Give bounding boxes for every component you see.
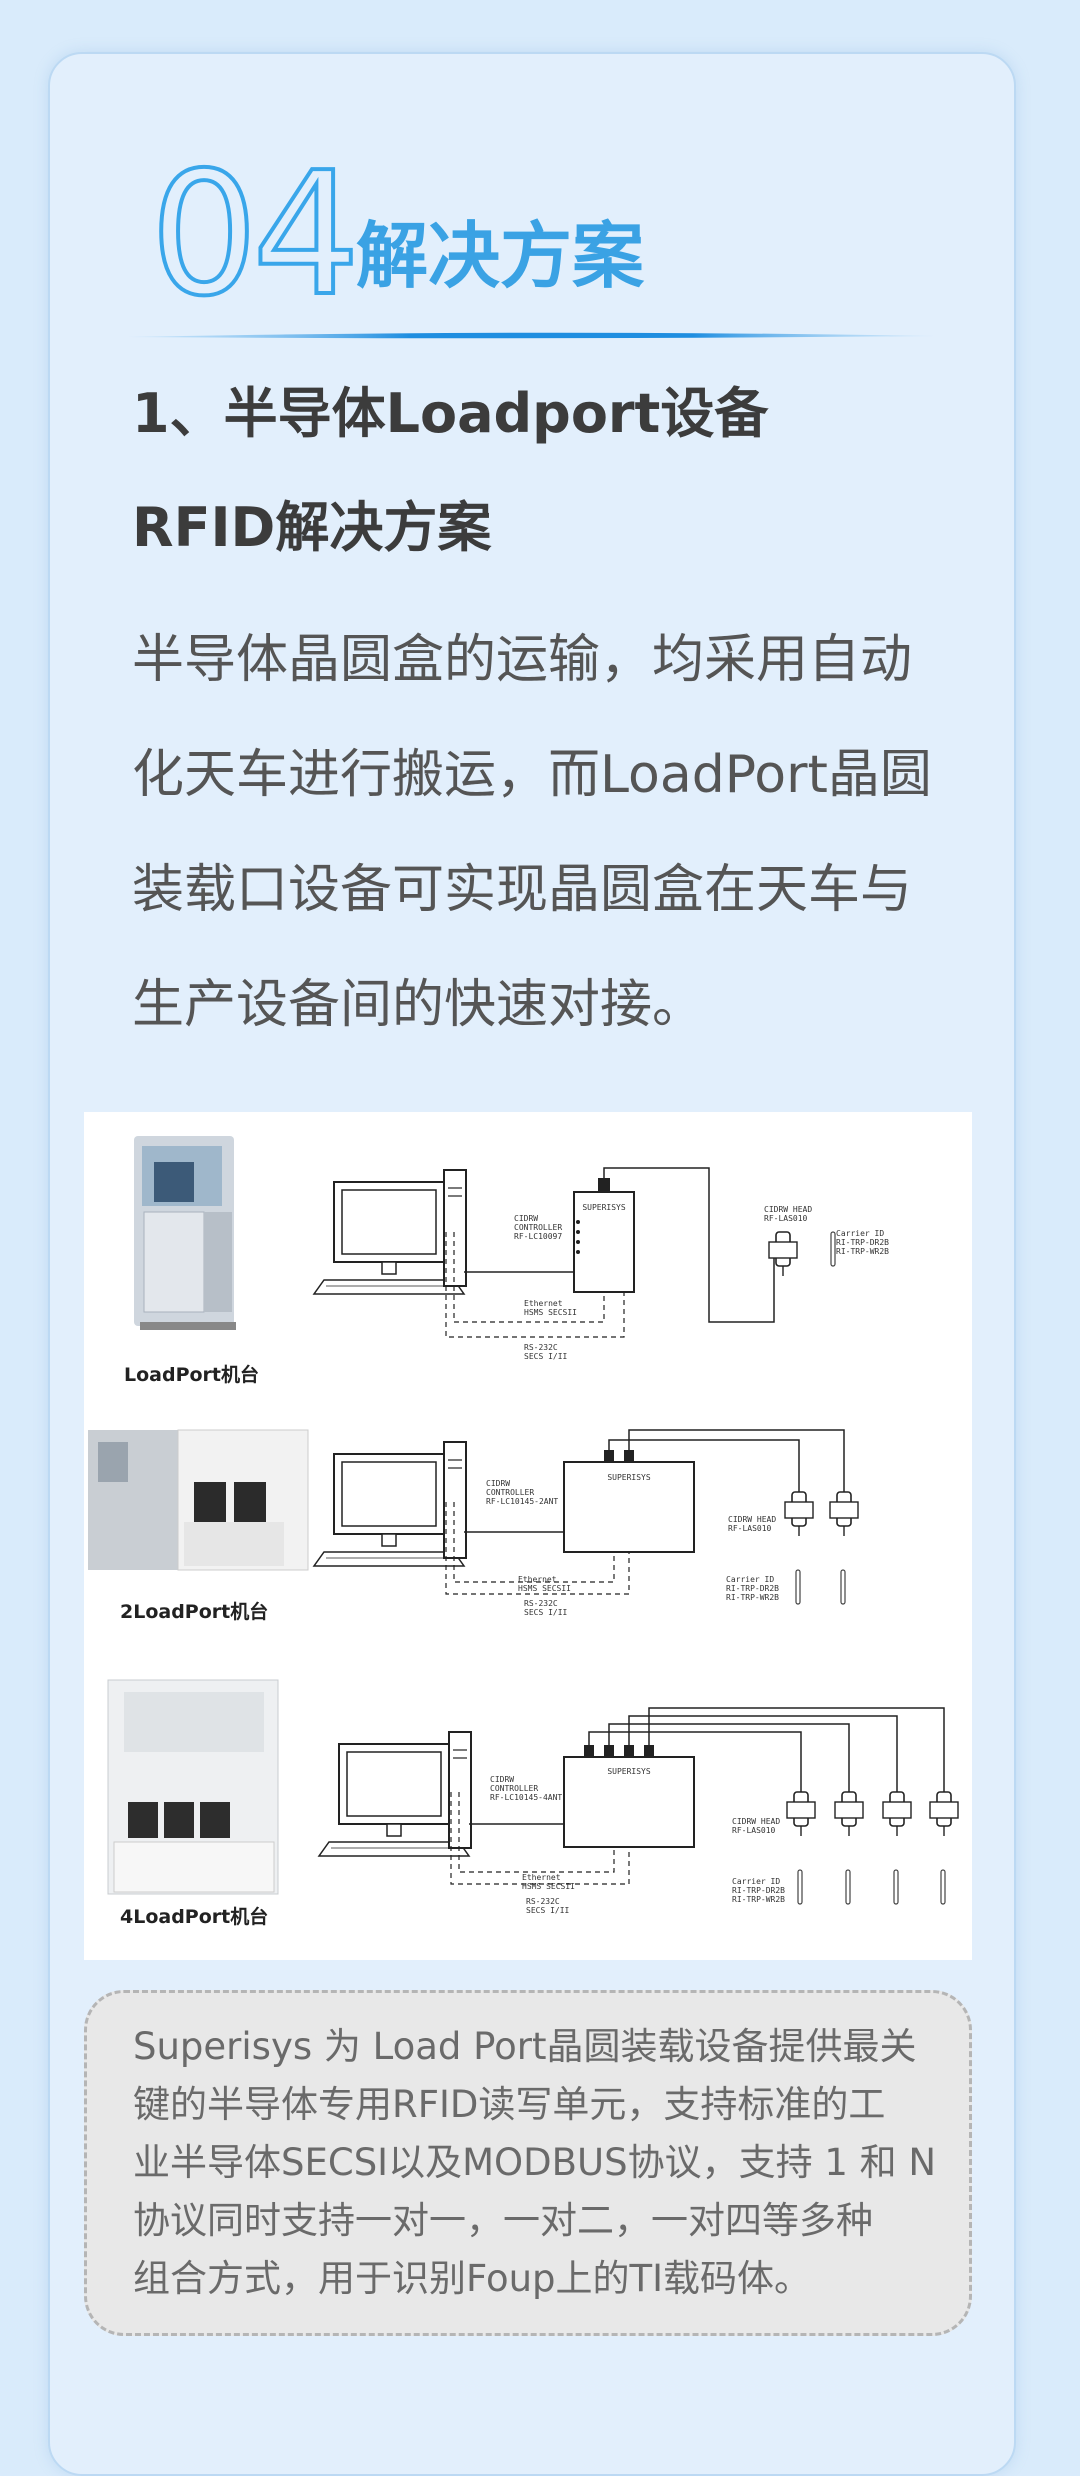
controller-2-line-1: CIDRW [486, 1479, 510, 1488]
section-title: 解决方案 [356, 214, 645, 298]
machine-label-1: LoadPort机台 [124, 1364, 260, 1386]
title-underline [126, 332, 936, 339]
brand-label-3: SUPERISYS [607, 1767, 651, 1776]
paragraph-line-2: 化天车进行搬运，而LoadPort晶圆 [132, 745, 932, 805]
head-1-line-2: RF-LAS010 [764, 1214, 808, 1223]
serial-4-line-1: RS-232C [526, 1897, 560, 1906]
link-1-line-1: Ethernet [524, 1299, 563, 1308]
carrier-1-line-2: RI-TRP-DR2B [836, 1238, 889, 1247]
head-4-line-1: CIDRW HEAD [732, 1817, 780, 1826]
note-line-1: Superisys 为 Load Port晶圆装载设备提供最关 [133, 2025, 917, 2068]
carrier-2-line-2: RI-TRP-DR2B [726, 1584, 779, 1593]
4loadport-machine-photo [107, 1679, 279, 1895]
diagram-svg: SUPERISYS CIDRW CONTROLLER RF-LC10097 Et… [88, 1136, 959, 1915]
machine-label-2: 2LoadPort机台 [120, 1601, 269, 1623]
controller-2: SUPERISYS [563, 1450, 695, 1553]
carrier-2-line-3: RI-TRP-WR2B [726, 1593, 779, 1602]
section-number: 04 [148, 136, 362, 334]
2loadport-machine-photo [88, 1429, 309, 1571]
controller-1-line-1: CIDRW [514, 1214, 538, 1223]
heading-line-2: RFID解决方案 [132, 496, 492, 559]
heading-line-1: 1、半导体Loadport设备 [132, 382, 769, 445]
carrier-1-line-3: RI-TRP-WR2B [836, 1247, 889, 1256]
paragraph-line-4: 生产设备间的快速对接。 [132, 975, 705, 1035]
carrier-4-line-3: RI-TRP-WR2B [732, 1895, 785, 1904]
machine-label-3: 4LoadPort机台 [120, 1906, 269, 1928]
head-2-line-1: CIDRW HEAD [728, 1515, 776, 1524]
brand-label-2: SUPERISYS [607, 1473, 651, 1482]
note-line-4: 协议同时支持一对一，一对二，一对四等多种 [133, 2199, 873, 2242]
note-line-3: 业半导体SECSI以及MODBUS协议，支持 1 和 N [133, 2141, 937, 2184]
controller-2-line-3: RF-LC10145-2ANT [486, 1497, 558, 1506]
head-2-line-2: RF-LAS010 [728, 1524, 772, 1533]
serial-1-line-1: RS-232C [524, 1343, 558, 1352]
link-1-line-2: HSMS SECSII [524, 1308, 577, 1317]
system-diagram: SUPERISYS CIDRW CONTROLLER RF-LC10097 Et… [84, 1112, 972, 1960]
loadport-machine-photo [134, 1136, 236, 1330]
carrier-1-line-1: Carrier ID [836, 1229, 884, 1238]
carrier-4-line-1: Carrier ID [732, 1877, 780, 1886]
controller-1-line-3: RF-LC10097 [514, 1232, 562, 1241]
summary-note: Superisys 为 Load Port晶圆装载设备提供最关 键的半导体专用R… [84, 1990, 972, 2336]
controller-4: SUPERISYS [563, 1745, 695, 1848]
carrier-2-line-1: Carrier ID [726, 1575, 774, 1584]
controller-2-line-2: CONTROLLER [486, 1488, 534, 1497]
controller-1-line-2: CONTROLLER [514, 1223, 562, 1232]
controller-4-line-3: RF-LC10145-4ANT [490, 1793, 562, 1802]
link-4-line-2: HSMS SECSII [522, 1882, 575, 1891]
note-line-5: 组合方式，用于识别Foup上的TI载码体。 [133, 2257, 812, 2300]
brand-label-1: SUPERISYS [582, 1203, 626, 1212]
serial-4-line-2: SECS I/II [526, 1906, 570, 1915]
note-line-2: 键的半导体专用RFID读写单元，支持标准的工 [133, 2083, 886, 2126]
paragraph-line-3: 装载口设备可实现晶圆盒在天车与 [132, 860, 913, 920]
head-1-line-1: CIDRW HEAD [764, 1205, 812, 1214]
controller-1: SUPERISYS [573, 1178, 635, 1293]
link-2-line-1: Ethernet [518, 1575, 557, 1584]
serial-2-line-2: SECS I/II [524, 1608, 568, 1617]
controller-4-line-2: CONTROLLER [490, 1784, 538, 1793]
carrier-4-line-2: RI-TRP-DR2B [732, 1886, 785, 1895]
link-4-line-1: Ethernet [522, 1873, 561, 1882]
serial-2-line-1: RS-232C [524, 1599, 558, 1608]
link-2-line-2: HSMS SECSII [518, 1584, 571, 1593]
paragraph-line-1: 半导体晶圆盒的运输，均采用自动 [132, 630, 913, 690]
head-4-line-2: RF-LAS010 [732, 1826, 776, 1835]
controller-4-line-1: CIDRW [490, 1775, 514, 1784]
serial-1-line-2: SECS I/II [524, 1352, 568, 1361]
